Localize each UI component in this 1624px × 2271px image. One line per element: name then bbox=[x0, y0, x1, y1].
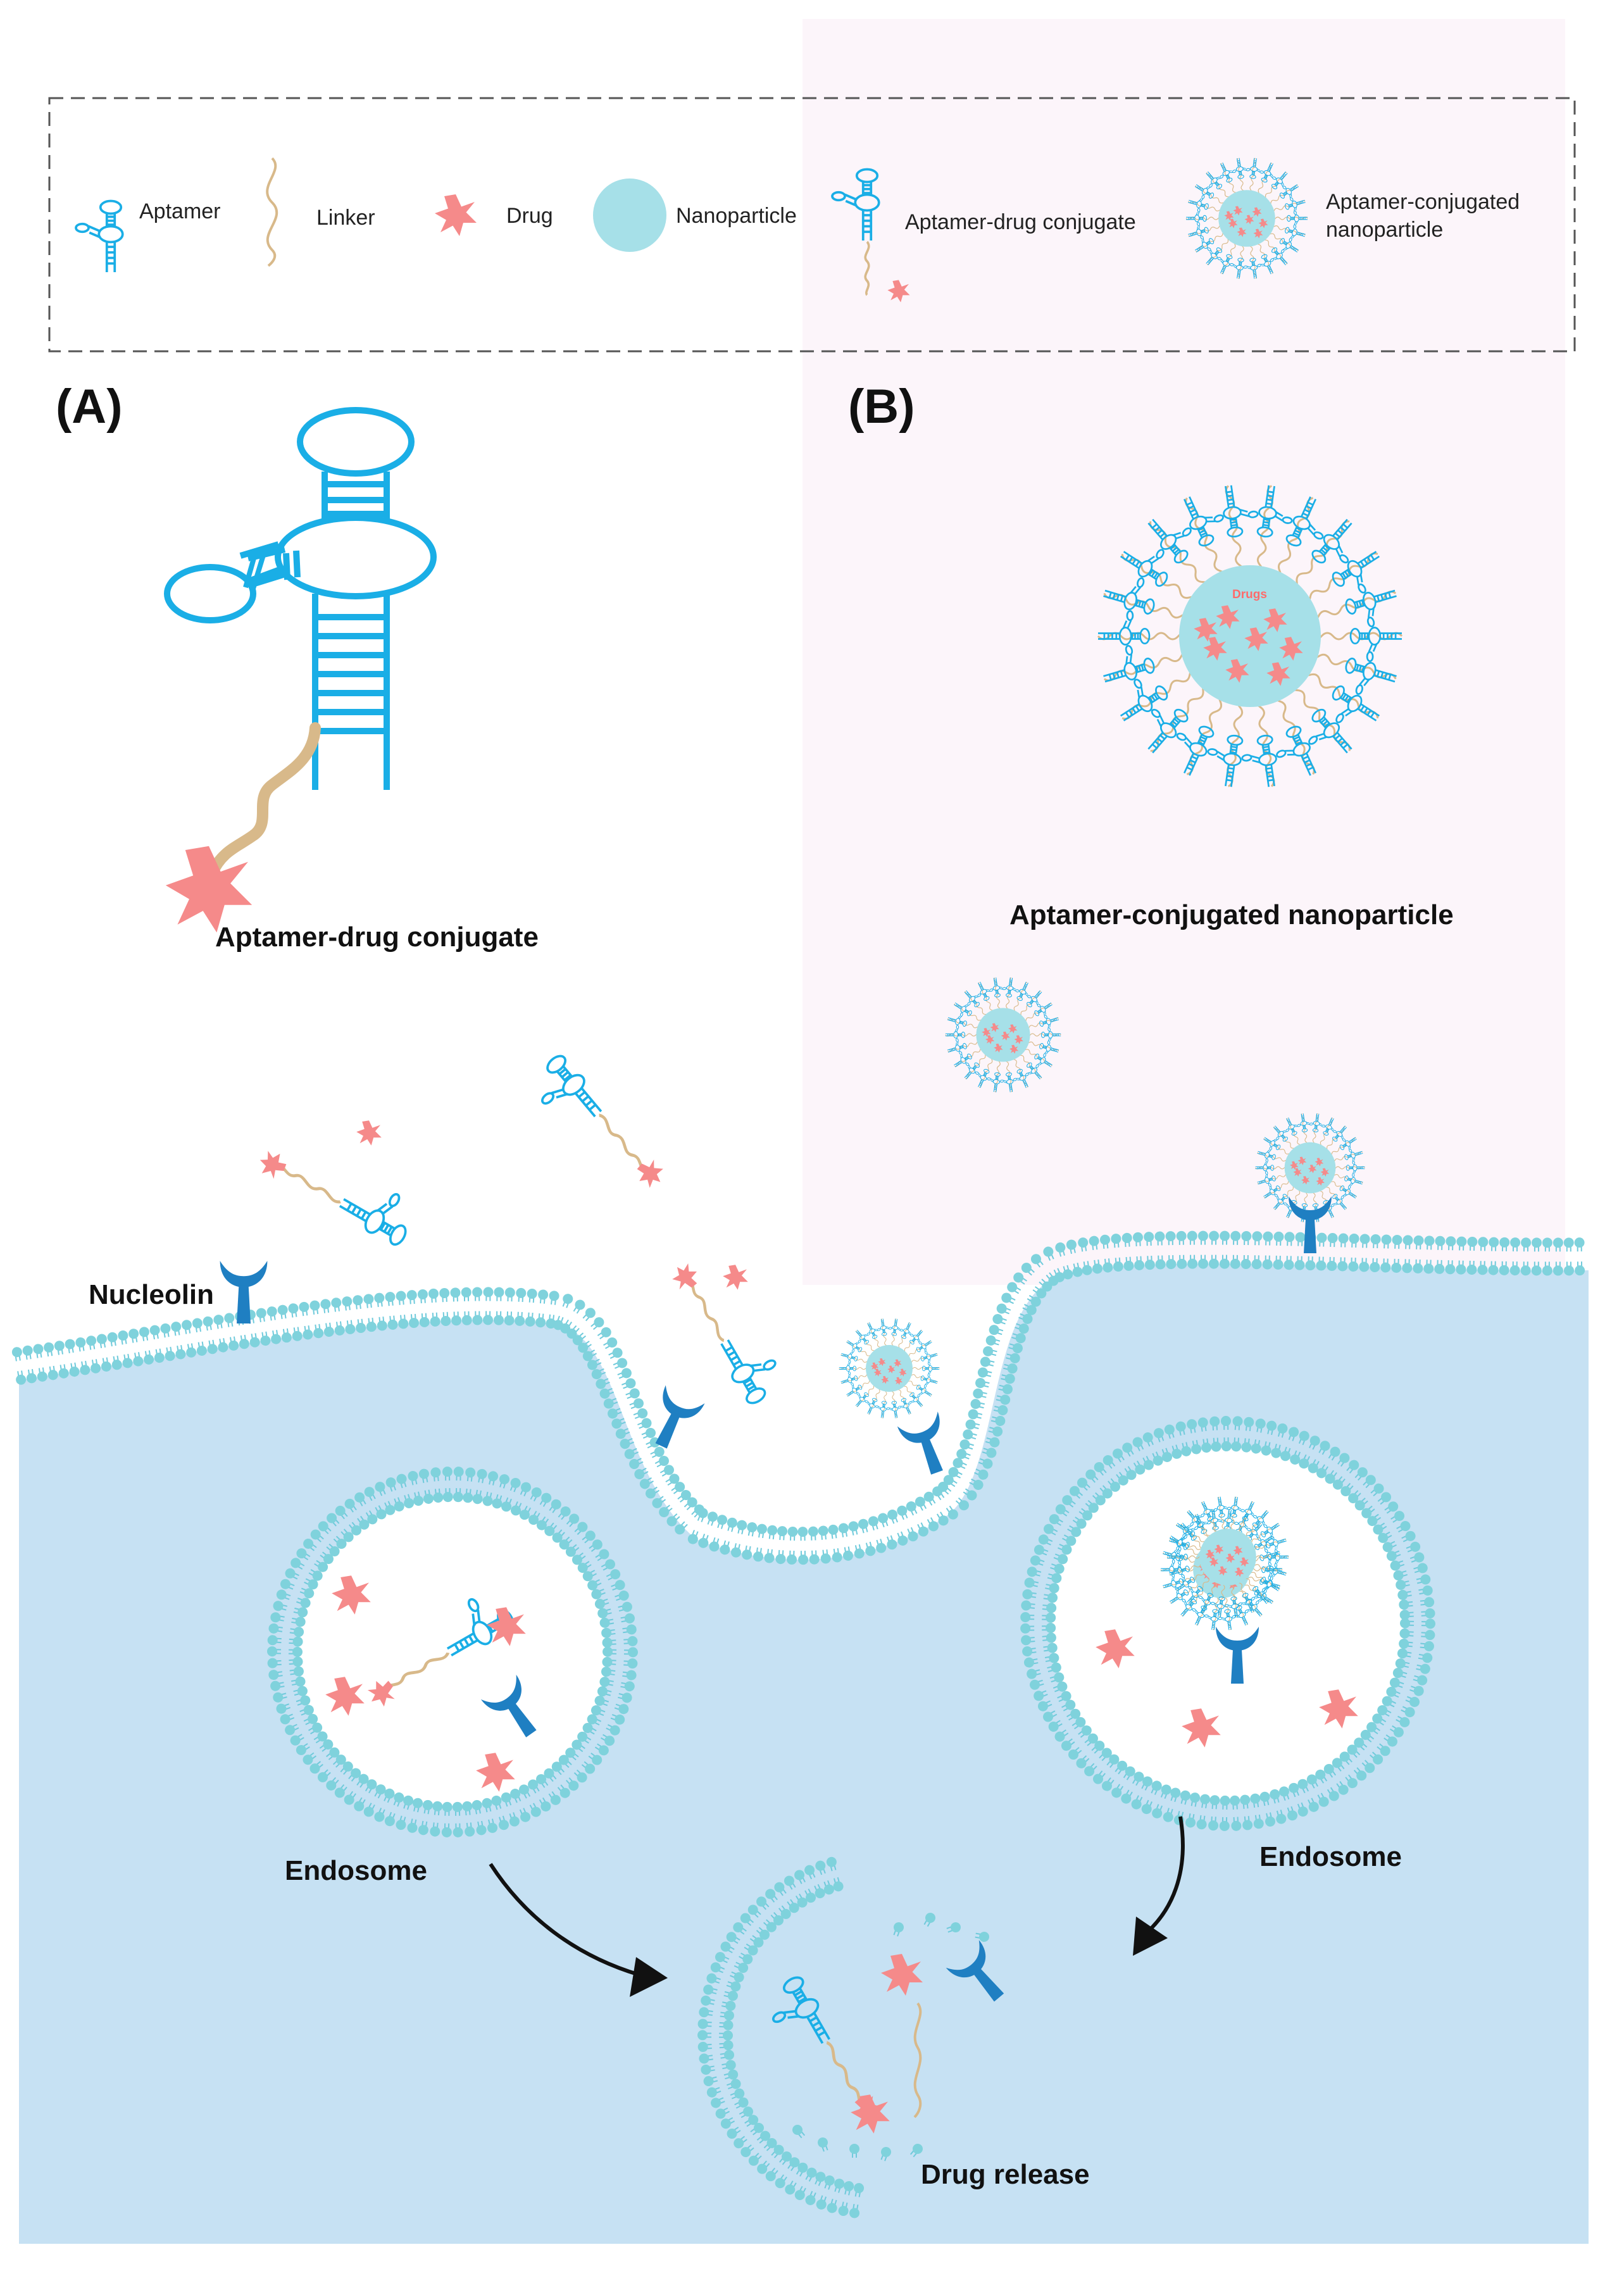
drug-large bbox=[165, 846, 253, 933]
endosome-right-label: Endosome bbox=[1259, 1841, 1402, 1872]
legend-aptamer-drug-conjugate-label: Aptamer-drug conjugate bbox=[905, 210, 1136, 234]
legend-nanoparticle-label: Nanoparticle bbox=[676, 204, 797, 228]
free-aptamer-drug-conjugate bbox=[524, 1050, 669, 1192]
panel-b-caption: Aptamer-conjugated nanoparticle bbox=[1009, 899, 1454, 930]
aptamer-drug-conjugate-large bbox=[164, 407, 437, 790]
legend-nanoparticle-icon bbox=[593, 178, 666, 252]
legend-linker-label: Linker bbox=[316, 206, 375, 230]
arrow-right-to-release bbox=[1133, 1816, 1185, 1956]
nucleolin-label: Nucleolin bbox=[89, 1279, 214, 1310]
legend-box bbox=[48, 97, 1576, 353]
drug-release-label: Drug release bbox=[921, 2159, 1090, 2190]
panel-a-caption: Aptamer-drug conjugate bbox=[215, 922, 539, 953]
legend-drug-icon bbox=[435, 194, 477, 236]
ruptured-endosome bbox=[696, 1855, 1016, 2220]
bound-aptamer-drug-conjugate-pit bbox=[668, 1260, 789, 1408]
legend-aptamer-conjugated-np-label-1: Aptamer-conjugated bbox=[1326, 190, 1520, 214]
legend-aptamer-conjugated-np-label-2: nanoparticle bbox=[1326, 218, 1443, 242]
legend-aptamer-conjugated-nanoparticle-icon bbox=[1185, 156, 1309, 280]
nucleolin-receptor-pit-right bbox=[897, 1411, 958, 1480]
endosome-left-label: Endosome bbox=[285, 1855, 427, 1886]
endosome-left bbox=[266, 1465, 639, 1838]
bound-aptamer-drug-conjugate-surface bbox=[254, 1146, 422, 1250]
aptamer-conjugated-nanoparticle-large: Drugs bbox=[1096, 481, 1404, 791]
panel-b-label: (B) bbox=[848, 380, 915, 434]
np-core-drugs-label: Drugs bbox=[1232, 588, 1267, 601]
legend-aptamer-icon bbox=[75, 199, 124, 273]
panel-a-label: (A) bbox=[56, 380, 123, 434]
linker-large bbox=[206, 722, 321, 879]
surface-drug bbox=[356, 1120, 382, 1146]
pit-drug bbox=[723, 1265, 748, 1290]
released-linker bbox=[913, 2002, 922, 2118]
legend-aptamer-label: Aptamer bbox=[139, 199, 221, 223]
legend-linker-icon bbox=[266, 157, 278, 267]
arrow-left-to-release bbox=[489, 1863, 668, 1997]
floating-conjugates bbox=[220, 976, 1366, 2220]
legend-drug-label: Drug bbox=[506, 204, 553, 228]
